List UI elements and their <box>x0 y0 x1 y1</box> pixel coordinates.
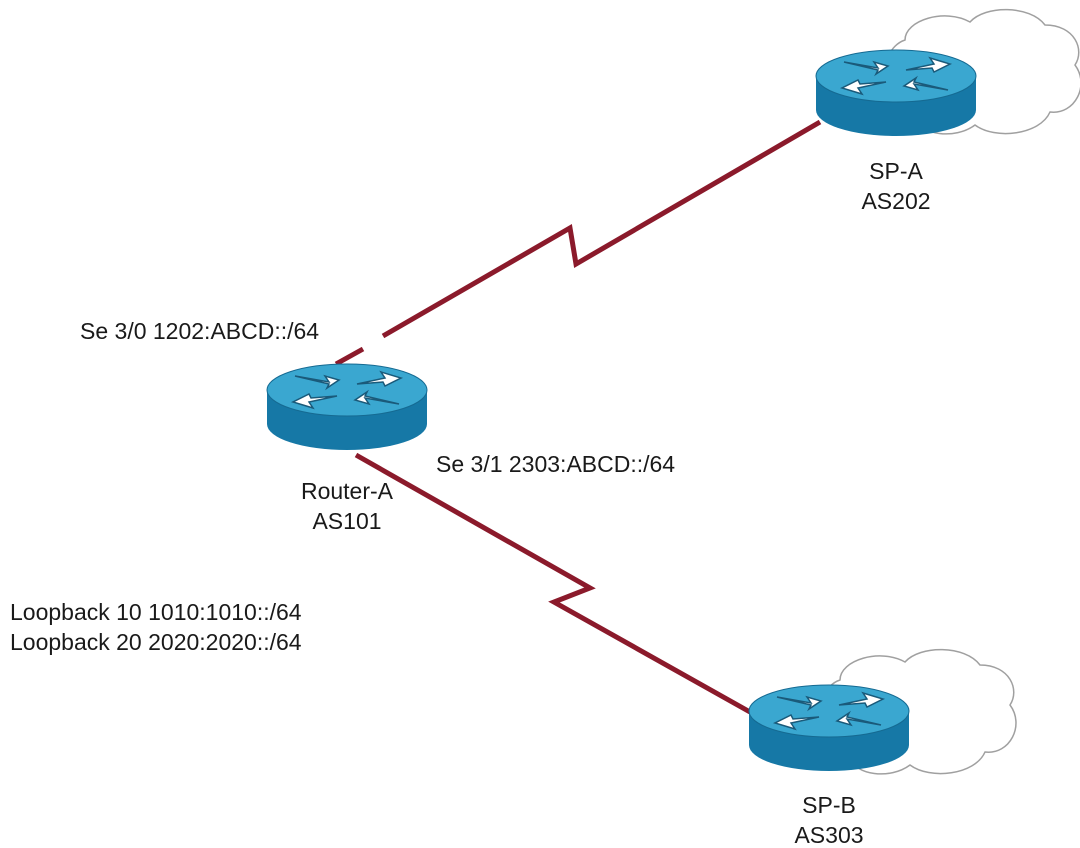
router-name: Router-A <box>300 478 394 504</box>
router-as: AS101 <box>312 508 382 534</box>
serial-link-sp-b <box>354 452 752 715</box>
router-label-sp-a: SP-A AS202 <box>836 156 956 216</box>
loopback-list: Loopback 10 1010:1010::/64 Loopback 20 2… <box>10 597 302 657</box>
router-label-sp-b: SP-B AS303 <box>769 790 889 848</box>
link-label-se-3-1: Se 3/1 2303:ABCD::/64 <box>436 451 676 477</box>
loopback-item: Loopback 20 2020:2020::/64 <box>10 629 302 655</box>
router-name: SP-A <box>869 158 923 184</box>
router-icon-sp-a <box>815 49 977 137</box>
link-label-se-3-0: Se 3/0 1202:ABCD::/64 <box>80 318 320 344</box>
router-as: AS303 <box>794 822 864 848</box>
serial-link-sp-a <box>381 119 822 339</box>
router-icon-router-a <box>266 363 428 451</box>
router-name: SP-B <box>802 792 856 818</box>
loopback-item: Loopback 10 1010:1010::/64 <box>10 599 302 625</box>
serial-link-sp-a-stub <box>334 346 365 367</box>
router-label-router-a: Router-A AS101 <box>272 476 422 536</box>
router-icon-sp-b <box>748 684 910 772</box>
router-as: AS202 <box>861 188 931 214</box>
